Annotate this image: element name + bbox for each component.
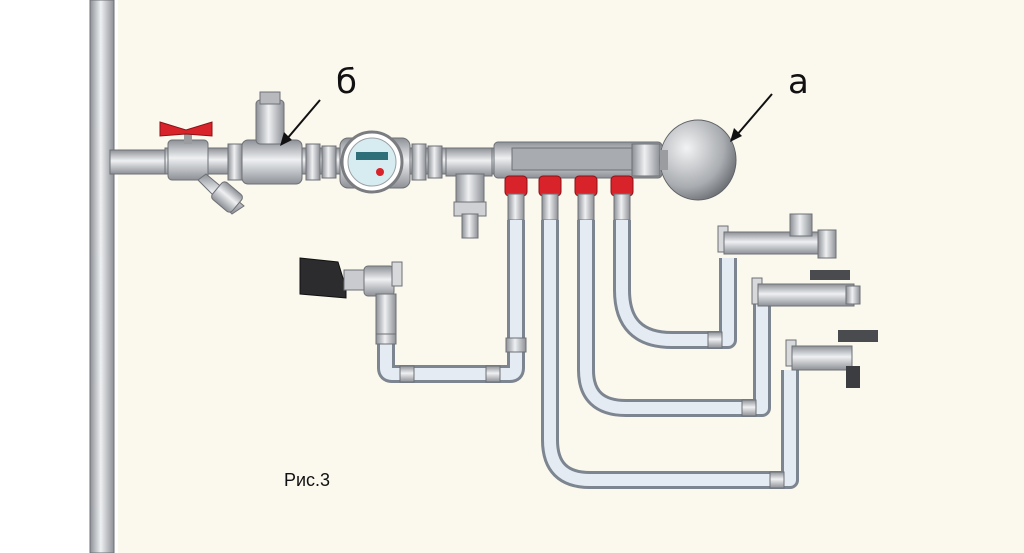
manifold-outlet-valve [610, 175, 634, 221]
outlet-ball-valve [751, 270, 861, 307]
pointer-arrow-a [730, 93, 773, 142]
inlet-ball-valve [159, 121, 213, 181]
label-a: а [788, 62, 809, 102]
figure-caption: Рис.3 [284, 470, 331, 490]
coupling [305, 143, 321, 181]
label-b: б [336, 62, 357, 102]
inlet-pipe [109, 149, 171, 175]
manifold-outlet-valve [574, 175, 598, 221]
outlet-tee-fitting [717, 213, 837, 259]
hose-line [613, 220, 737, 349]
tee-with-drain-valve [445, 147, 493, 239]
coupling [427, 145, 443, 179]
outlet-ball-valve [785, 330, 878, 388]
solenoid-valve [299, 257, 403, 335]
hose-fitting [485, 365, 501, 383]
hose-fitting [769, 471, 785, 489]
strainer-filter [197, 173, 245, 215]
hose-fitting [707, 331, 723, 349]
manifold-outlet-valve [538, 175, 562, 221]
coupling [411, 143, 427, 181]
water-meter [339, 130, 411, 194]
hose-fitting [399, 365, 415, 383]
hose-fitting [505, 337, 527, 353]
manifold [493, 141, 663, 179]
expansion-tank [659, 119, 737, 201]
coupling [227, 143, 243, 181]
pointer-arrow-b [280, 99, 321, 146]
manifold-outlet-valve [504, 175, 528, 221]
hose-fitting [741, 399, 757, 417]
pressure-reducer [241, 91, 303, 185]
hose-line [377, 220, 525, 383]
vertical-riser-pipe [89, 0, 115, 553]
coupling [321, 145, 337, 179]
